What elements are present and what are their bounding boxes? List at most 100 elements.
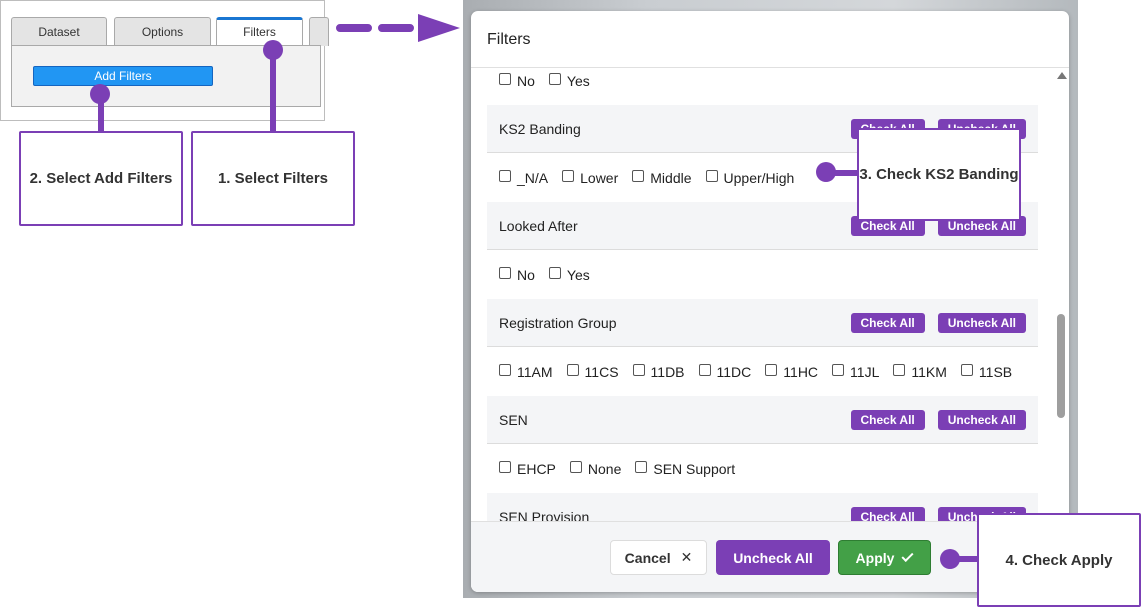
checkbox[interactable]: [632, 363, 645, 376]
modal-footer: Cancel ✕ Uncheck All Apply: [471, 521, 1069, 592]
modal-title: Filters: [471, 11, 1069, 68]
section-options-ks2-banding: _N/A Lower Middle Upper/High: [487, 153, 1038, 202]
apply-label: Apply: [855, 549, 895, 566]
close-icon: ✕: [680, 549, 693, 565]
option-no[interactable]: No: [499, 72, 535, 89]
option-no[interactable]: No: [499, 266, 535, 283]
option-11dc[interactable]: 11DC: [698, 363, 752, 380]
option-11am[interactable]: 11AM: [499, 363, 553, 380]
add-filters-button[interactable]: Add Filters: [33, 66, 213, 86]
option-ehcp[interactable]: EHCP: [499, 460, 556, 477]
check-all-button[interactable]: Check All: [850, 312, 925, 333]
mini-screenshot: Dataset Options Filters Add Filters: [0, 0, 329, 121]
option-label: No: [517, 72, 535, 89]
option-na[interactable]: _N/A: [499, 169, 549, 186]
checkbox[interactable]: [499, 169, 511, 182]
option-label: Middle: [650, 169, 692, 186]
option-label: No: [517, 266, 535, 283]
checkbox[interactable]: [960, 363, 973, 376]
check-all-button[interactable]: Check All: [850, 409, 925, 430]
dashed-arrow-icon: [336, 14, 460, 42]
checkbox[interactable]: [566, 363, 579, 376]
callout-step3-text: 3. Check KS2 Banding: [859, 166, 1019, 183]
uncheck-all-button[interactable]: Uncheck All: [937, 409, 1026, 430]
check-all-button[interactable]: Check All: [850, 506, 925, 521]
apply-button[interactable]: Apply: [838, 540, 931, 575]
option-label: 11DC: [716, 363, 752, 380]
callout-marker-step1: [263, 40, 283, 60]
scroll-thumb[interactable]: [1057, 314, 1065, 418]
option-11db[interactable]: 11DB: [632, 363, 685, 380]
check-icon: [901, 549, 914, 562]
section-options-registration-group: 11AM 11CS 11DB 11DC 11HC 11JL 11KM 11SB: [487, 347, 1038, 396]
option-sen-support[interactable]: SEN Support: [635, 460, 736, 477]
option-label: 11CS: [584, 363, 619, 380]
option-11sb[interactable]: 11SB: [960, 363, 1012, 380]
tab-options[interactable]: Options: [114, 17, 211, 46]
option-label: 11JL: [850, 363, 880, 380]
option-label: Lower: [580, 169, 619, 186]
section-header-sen-provision: SEN Provision Check All Uncheck All: [487, 493, 1038, 521]
checkbox[interactable]: [569, 460, 582, 473]
checkbox[interactable]: [632, 169, 645, 182]
option-11cs[interactable]: 11CS: [566, 363, 619, 380]
option-label: Yes: [566, 266, 590, 283]
scroll-up-arrow-icon[interactable]: [1057, 72, 1067, 79]
option-11hc[interactable]: 11HC: [765, 363, 819, 380]
callout-step2-text: 2. Select Add Filters: [29, 170, 173, 187]
section-title: KS2 Banding: [499, 120, 581, 137]
cancel-button[interactable]: Cancel ✕: [610, 540, 707, 575]
callout-step1-text: 1. Select Filters: [217, 170, 329, 187]
modal-scrollbar[interactable]: [1055, 68, 1067, 521]
section-header-sen: SEN Check All Uncheck All: [487, 396, 1038, 444]
section-title: Registration Group: [499, 314, 617, 331]
option-upper-high[interactable]: Upper/High: [705, 169, 795, 186]
section-header-registration-group: Registration Group Check All Uncheck All: [487, 299, 1038, 347]
option-middle[interactable]: Middle: [632, 169, 692, 186]
option-label: 11HC: [783, 363, 819, 380]
option-11km[interactable]: 11KM: [893, 363, 947, 380]
uncheck-all-button[interactable]: Uncheck All: [937, 312, 1026, 333]
option-11jl[interactable]: 11JL: [832, 363, 880, 380]
option-yes[interactable]: Yes: [548, 266, 590, 283]
callout-step2: 2. Select Add Filters: [19, 131, 183, 226]
checkbox[interactable]: [499, 266, 511, 279]
checkbox[interactable]: [548, 72, 561, 85]
tab-partial[interactable]: [309, 17, 329, 46]
callout-connector-step1: [270, 50, 276, 132]
checkbox[interactable]: [832, 363, 845, 376]
checkbox[interactable]: [765, 363, 778, 376]
checkbox[interactable]: [698, 363, 711, 376]
uncheck-all-footer-button[interactable]: Uncheck All: [716, 540, 830, 575]
option-yes[interactable]: Yes: [548, 72, 590, 89]
section-buttons: Check All Uncheck All: [850, 312, 1026, 333]
section-buttons: Check All Uncheck All: [850, 409, 1026, 430]
checkbox[interactable]: [499, 72, 511, 85]
checkbox[interactable]: [893, 363, 906, 376]
option-label: Upper/High: [723, 169, 795, 186]
checkbox[interactable]: [635, 460, 648, 473]
callout-marker-step4: [940, 549, 960, 569]
filters-modal: Filters No Yes KS2 Banding Check All Unc…: [471, 11, 1069, 592]
option-label: None: [587, 460, 622, 477]
callout-step1: 1. Select Filters: [191, 131, 355, 226]
callout-marker-step3: [816, 162, 836, 182]
mini-tab-bar: Dataset Options Filters: [11, 17, 329, 46]
option-label: _N/A: [517, 169, 549, 186]
tab-dataset[interactable]: Dataset: [11, 17, 107, 46]
checkbox[interactable]: [548, 266, 561, 279]
section-options-sen: EHCP None SEN Support: [487, 444, 1038, 493]
callout-connector-step4: [950, 556, 980, 562]
section-title: Looked After: [499, 217, 578, 234]
option-lower[interactable]: Lower: [562, 169, 619, 186]
section-options-looked-after: No Yes: [487, 250, 1038, 299]
checkbox[interactable]: [499, 363, 511, 376]
callout-step4-text: 4. Check Apply: [1005, 551, 1113, 569]
option-label: 11KM: [911, 363, 947, 380]
checkbox[interactable]: [705, 169, 718, 182]
checkbox[interactable]: [499, 460, 511, 473]
checkbox[interactable]: [562, 169, 575, 182]
option-none[interactable]: None: [569, 460, 622, 477]
tab-filters[interactable]: Filters: [216, 17, 303, 46]
option-label: SEN Support: [653, 460, 736, 477]
